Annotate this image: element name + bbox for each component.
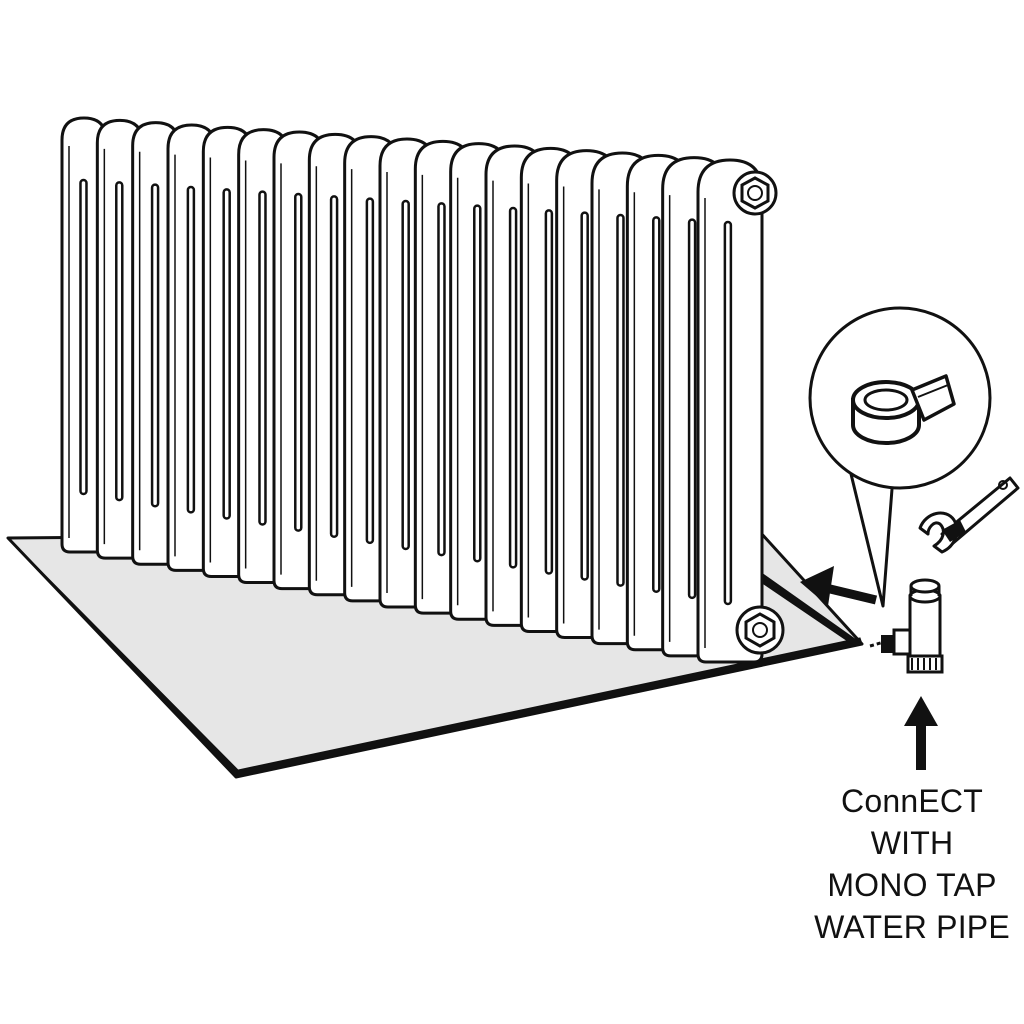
column-radiator [60,116,764,664]
radiator-section [696,158,764,664]
left-arrow-icon [800,566,878,606]
up-arrow-icon [904,696,938,770]
instruction-line-1: ConnECT [841,783,983,819]
connection-instruction-label: ConnECT WITH MONO TAP WATER PIPE [800,780,1024,948]
instruction-line-3: MONO TAP [827,867,997,903]
seal-detail-callout [808,306,992,608]
instruction-line-4: WATER PIPE [814,909,1010,945]
adjustable-wrench-icon [918,476,1020,554]
radiator-section [60,116,108,554]
instruction-line-2: WITH [870,825,954,861]
bottom-connection-nut-icon [735,605,785,655]
top-plug-icon [732,170,778,216]
sealing-ring-icon [851,380,921,445]
radiator-section [95,118,144,560]
mono-tap-valve-icon [869,578,944,674]
ptfe-tape-icon [910,374,956,422]
